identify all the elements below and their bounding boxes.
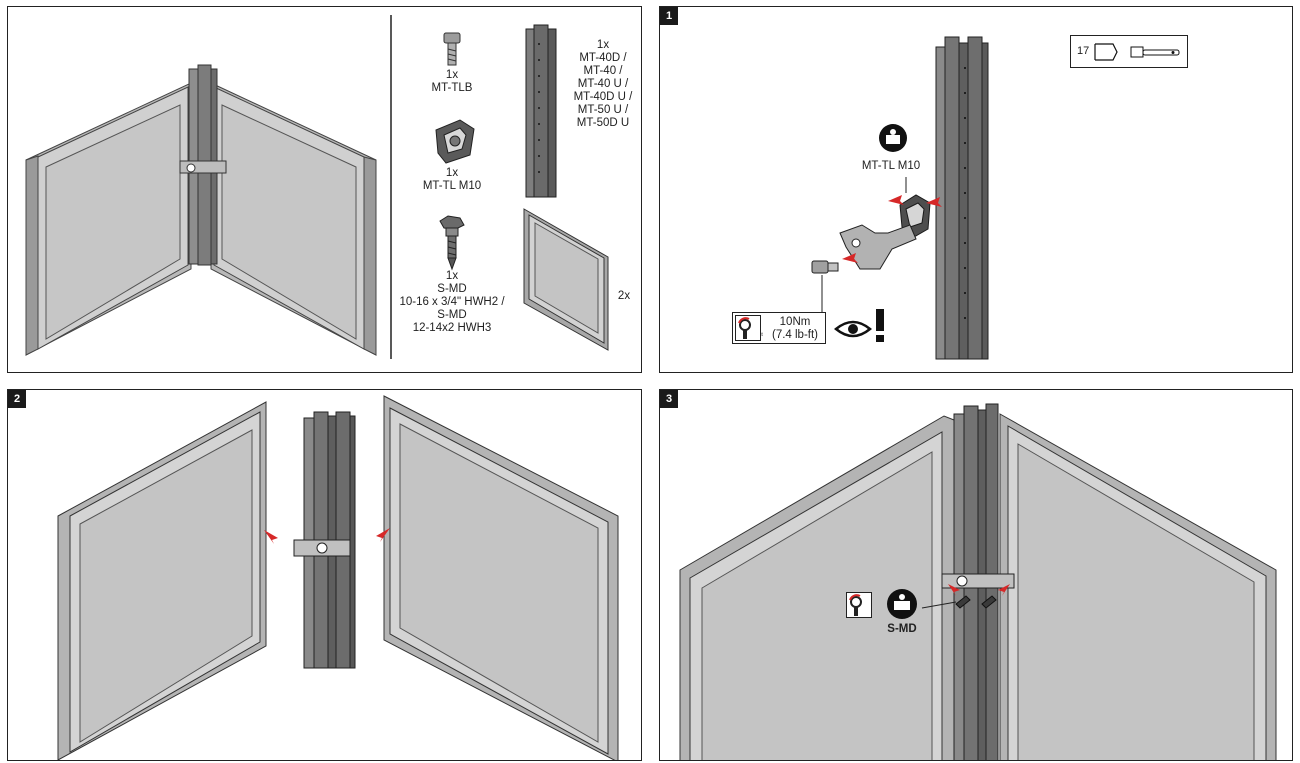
bolt-icon xyxy=(443,32,461,66)
right-frame-panel xyxy=(383,395,619,760)
bracket-part xyxy=(293,539,351,557)
frame-panel-icon xyxy=(523,208,609,351)
part-label-frame-qty: 2x xyxy=(617,290,631,302)
bracket-part xyxy=(941,573,1015,589)
step-1-panel: 1 xyxy=(659,6,1293,373)
left-frame-panel xyxy=(679,415,955,760)
eye-icon xyxy=(834,319,872,339)
channel-rail-icon xyxy=(525,24,557,198)
step-number-badge: 2 xyxy=(8,390,26,408)
clip-callout-label: MT-TL M10 xyxy=(861,160,921,172)
step-number-badge: 1 xyxy=(660,7,678,25)
torque-wrench-icon xyxy=(735,315,761,341)
vertical-channel-rail xyxy=(935,36,989,360)
part-label-screw: 1x S-MD 10-16 x 3/4" HWH2 / S-MD 12-14x2… xyxy=(399,270,505,334)
assembly-arrows xyxy=(264,528,390,544)
part-label-rail: 1x MT-40D / MT-40 / MT-40 U / MT-40D U /… xyxy=(573,39,633,129)
step-1-illustration xyxy=(811,36,989,360)
hex-size-icon xyxy=(1093,42,1119,62)
socket-wrench-icon xyxy=(1129,44,1183,60)
bolt-part xyxy=(811,260,839,274)
step-number-badge: 3 xyxy=(660,390,678,408)
assembled-panels-drawing xyxy=(25,64,377,356)
left-frame-panel xyxy=(57,401,267,760)
read-manual-icon xyxy=(878,123,908,153)
wrench-size-box: 17 xyxy=(1070,35,1188,68)
parts-overview-illustration xyxy=(25,15,609,359)
bracket-part xyxy=(839,224,917,270)
screw-parts xyxy=(955,595,997,609)
right-frame-panel xyxy=(999,413,1277,760)
clip-nut-icon xyxy=(435,119,475,164)
assembly-arrows xyxy=(948,584,1010,596)
torque-spec-box: T inst 10Nm(7.4 lb-ft) xyxy=(732,312,826,344)
read-manual-icon xyxy=(886,588,918,620)
step-2-illustration xyxy=(57,395,619,760)
step-3-illustration xyxy=(679,403,1277,760)
torque-value: 10Nm(7.4 lb-ft) xyxy=(771,316,818,341)
torque-wrench-icon xyxy=(846,592,872,618)
self-drilling-screw-icon xyxy=(439,215,465,271)
assembly-arrows xyxy=(842,195,942,263)
leader-line xyxy=(921,601,957,609)
step-2-panel: 2 xyxy=(7,389,642,761)
wrench-size-value: 17 xyxy=(1077,45,1090,57)
exclamation-icon xyxy=(874,309,886,343)
step-3-panel: 3 xyxy=(659,389,1293,761)
screw-callout-label: S-MD xyxy=(887,623,917,635)
